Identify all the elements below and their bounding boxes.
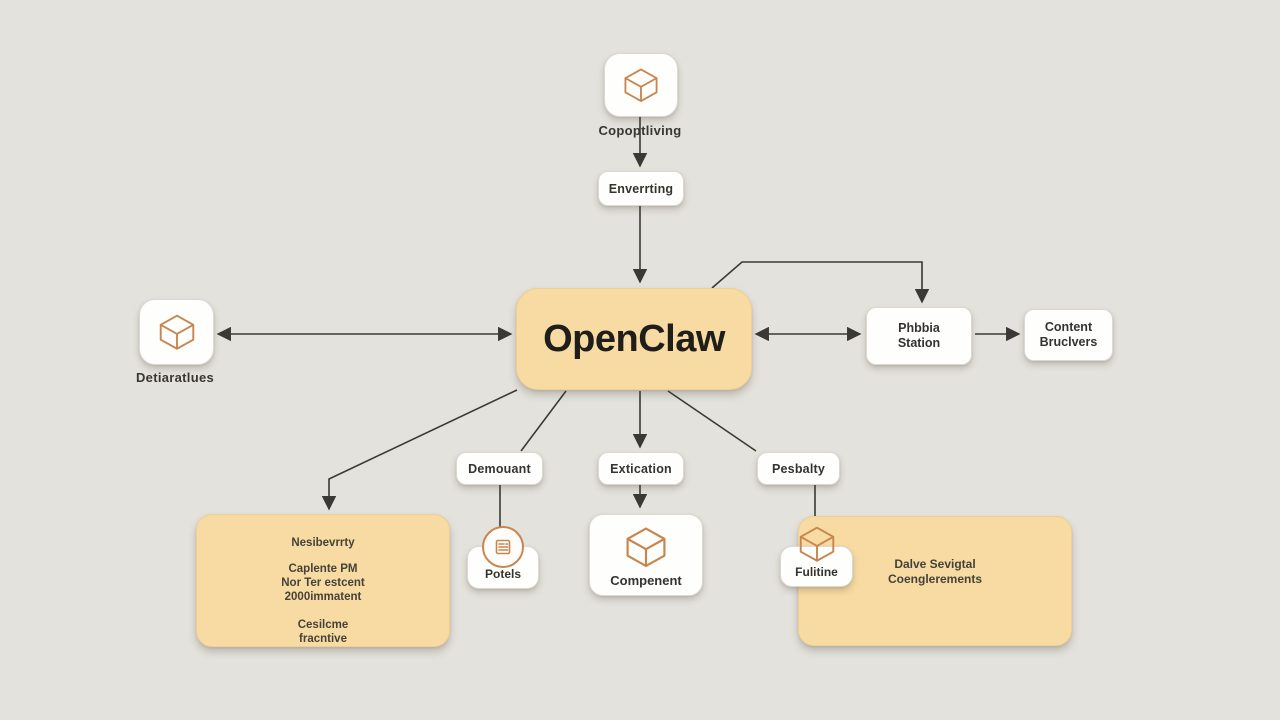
top-icon-node: [604, 53, 678, 117]
cube-icon: [799, 526, 834, 562]
left-detail-line: Nor Ter estcent: [281, 577, 365, 589]
demouant-node: Demouant: [456, 452, 543, 485]
center-title: OpenClaw: [543, 317, 725, 360]
phbbia-line1: Phbbia: [898, 321, 940, 335]
enverting-node: Enverrting: [598, 171, 684, 206]
demouant-label: Demouant: [468, 461, 531, 476]
phbbia-node: Phbbia Station: [866, 307, 972, 365]
content-node: Content Bruclvers: [1024, 309, 1113, 361]
right-detail-line: Dalve Sevigtal: [894, 557, 976, 571]
component-label: Compenent: [610, 573, 682, 588]
document-icon: [495, 539, 511, 555]
fulltine-label: Fulitine: [795, 565, 838, 579]
left-node-caption: Detiaratlues: [135, 370, 215, 385]
cube-icon: [624, 68, 658, 102]
phbbia-line2: Station: [897, 336, 941, 350]
left-detail-line: fracntive: [299, 633, 347, 645]
left-detail-box: Nesibevrrty Caplente PM Nor Ter estcent …: [196, 514, 450, 647]
potels-label: Potels: [484, 567, 521, 581]
right-detail-text: Dalve Sevigtal Coenglerements: [799, 557, 1071, 587]
left-detail-line: 2000immatent: [284, 591, 362, 603]
extication-node: Extication: [598, 452, 684, 485]
connector-center-to-pesbalty: [667, 390, 757, 452]
left-detail-line: Caplente PM: [288, 563, 358, 575]
content-line2: Bruclvers: [1039, 335, 1098, 349]
left-detail-line: Nesibevrrty: [291, 537, 355, 549]
cube-icon: [159, 314, 194, 350]
fulltine-node: Fulitine: [780, 526, 853, 587]
enverting-label: Enverrting: [608, 181, 674, 196]
content-line1: Content: [1044, 320, 1093, 334]
pesbalty-label: Pesbalty: [771, 461, 826, 476]
cube-icon: [626, 527, 666, 568]
top-node-caption: Copoptliving: [598, 123, 682, 138]
right-detail-line: Coenglerements: [887, 572, 983, 586]
pesbalty-node: Pesbalty: [757, 452, 840, 485]
connector-elbow-to-phbbia: [711, 261, 930, 304]
left-detail-line: Cesilcme: [297, 619, 349, 631]
component-node: Compenent: [589, 514, 703, 596]
left-icon-node: [139, 299, 214, 365]
left-detail-text: Nesibevrrty Caplente PM Nor Ter estcent …: [197, 537, 449, 647]
connector-center-to-leftbox: [321, 389, 518, 511]
center-node: OpenClaw: [516, 288, 752, 390]
extication-label: Extication: [610, 461, 672, 476]
document-badge: [482, 526, 524, 568]
potels-node: Potels: [467, 526, 539, 589]
connector-center-to-demouant: [520, 390, 567, 452]
